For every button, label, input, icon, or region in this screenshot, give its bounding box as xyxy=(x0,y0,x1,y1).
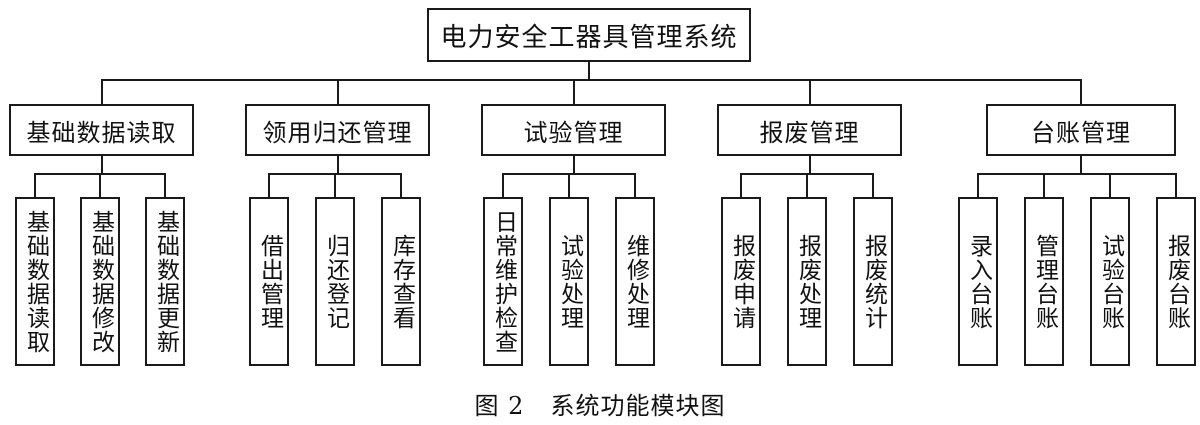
module-node: 领用归还管理 xyxy=(245,104,430,156)
leaf-label: 试验台账 xyxy=(1097,233,1124,330)
leaf-node: 报废统计 xyxy=(853,197,893,366)
leaf-node: 报废处理 xyxy=(787,197,827,366)
leaf-label: 录入台账 xyxy=(965,233,992,330)
leaf-node: 基础数据读取 xyxy=(15,197,55,366)
leaf-connector xyxy=(568,174,570,197)
leaf-label: 维修处理 xyxy=(622,233,649,330)
root-node-label: 电力安全工器具管理系统 xyxy=(440,22,738,53)
leaf-bus-line xyxy=(977,173,1177,175)
leaf-connector xyxy=(634,174,636,197)
module-node: 台账管理 xyxy=(986,104,1176,156)
module-stem xyxy=(572,156,575,174)
module-label: 领用归还管理 xyxy=(262,118,413,147)
leaf-node: 报废台账 xyxy=(1156,197,1196,366)
leaf-connector xyxy=(502,174,504,197)
leaf-label: 试验处理 xyxy=(556,233,583,330)
leaf-node: 借出管理 xyxy=(249,197,289,366)
leaf-node: 试验台账 xyxy=(1090,197,1130,366)
module-connector xyxy=(1080,80,1082,104)
leaf-label: 基础数据修改 xyxy=(87,209,114,354)
leaf-label: 借出管理 xyxy=(256,233,283,330)
module-label: 台账管理 xyxy=(1031,118,1131,147)
leaf-node: 库存查看 xyxy=(381,197,421,366)
module-node: 报废管理 xyxy=(717,104,902,156)
leaf-node: 归还登记 xyxy=(315,197,355,366)
leaf-label: 管理台账 xyxy=(1031,233,1058,330)
module-label: 试验管理 xyxy=(523,118,624,147)
root-connector xyxy=(588,62,590,80)
figure-caption: 图 2 系统功能模块图 xyxy=(0,386,1200,421)
leaf-connector xyxy=(806,174,808,197)
leaf-label: 基础数据读取 xyxy=(22,209,49,354)
leaf-connector xyxy=(268,174,270,197)
figure-title: 系统功能模块图 xyxy=(550,392,726,420)
leaf-label: 报废台账 xyxy=(1163,233,1190,330)
leaf-label: 基础数据更新 xyxy=(152,209,179,354)
leaf-label: 报废统计 xyxy=(860,233,887,330)
module-connector xyxy=(572,80,575,104)
top-bus-line xyxy=(100,79,1082,81)
figure-number: 图 2 xyxy=(474,392,525,420)
leaf-connector xyxy=(34,174,36,197)
leaf-connector xyxy=(740,174,742,197)
module-stem xyxy=(336,156,339,174)
module-connector xyxy=(808,80,811,104)
module-stem xyxy=(100,156,103,174)
leaf-label: 报废申请 xyxy=(728,233,755,330)
leaf-node: 日常维护检查 xyxy=(483,197,523,366)
leaf-label: 报废处理 xyxy=(794,233,821,330)
leaf-node: 录入台账 xyxy=(958,197,998,366)
module-label: 基础数据读取 xyxy=(26,118,177,147)
module-connector xyxy=(336,80,339,104)
leaf-node: 管理台账 xyxy=(1024,197,1064,366)
leaf-connector xyxy=(400,174,402,197)
leaf-connector xyxy=(334,174,336,197)
leaf-connector xyxy=(977,174,979,197)
root-node: 电力安全工器具管理系统 xyxy=(427,8,751,62)
module-stem xyxy=(1080,156,1082,174)
leaf-label: 日常维护检查 xyxy=(490,209,517,354)
leaf-connector xyxy=(1043,174,1045,197)
leaf-node: 试验处理 xyxy=(549,197,589,366)
leaf-node: 基础数据更新 xyxy=(145,197,185,366)
module-label: 报废管理 xyxy=(759,118,860,147)
leaf-connector xyxy=(1109,174,1111,197)
leaf-connector xyxy=(872,174,874,197)
leaf-node: 维修处理 xyxy=(615,197,655,366)
module-node: 基础数据读取 xyxy=(9,104,194,156)
leaf-node: 基础数据修改 xyxy=(80,197,120,366)
leaf-connector xyxy=(1175,174,1177,197)
leaf-connector xyxy=(99,174,101,197)
module-connector xyxy=(100,80,103,104)
leaf-label: 库存查看 xyxy=(388,233,415,330)
leaf-connector xyxy=(164,174,166,197)
module-stem xyxy=(808,156,811,174)
module-node: 试验管理 xyxy=(481,104,666,156)
leaf-label: 归还登记 xyxy=(322,233,349,330)
leaf-node: 报废申请 xyxy=(721,197,761,366)
